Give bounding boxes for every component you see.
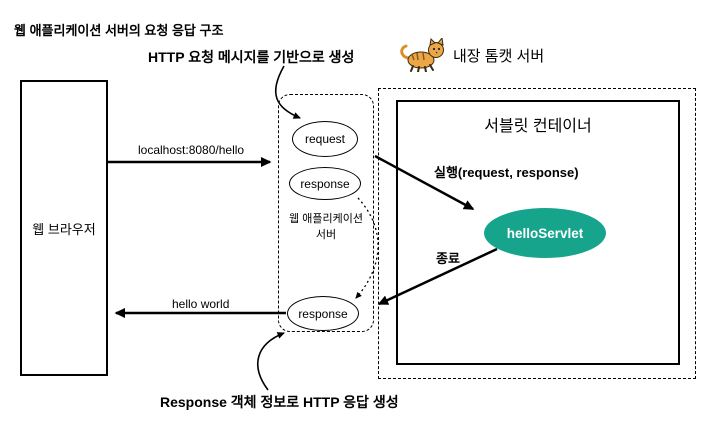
response-label: response <box>300 176 350 191</box>
response-bottom-ellipse: response <box>287 296 359 331</box>
create-response-annotation-arrow <box>256 332 285 391</box>
request-ellipse: request <box>292 121 358 157</box>
response-body-label: hello world <box>172 297 230 311</box>
request-label: request <box>304 132 346 146</box>
request-url-label: localhost:8080/hello <box>138 143 245 157</box>
hello-servlet-ellipse: helloServlet <box>484 208 606 258</box>
web-browser-box: 웹 브라우저 <box>20 80 108 376</box>
was-label: 웹 애플리케이션 서버 <box>289 213 363 241</box>
terminate-label: 종료 <box>436 251 460 266</box>
servlet-container-box: 서블릿 컨테이너 실행(request, response) helloServ… <box>396 100 680 365</box>
tomcat-label: 내장 톰캣 서버 <box>453 47 545 65</box>
web-browser-label: 웹 브라우저 <box>32 221 96 237</box>
page-title: 웹 애플리케이션 서버의 요청 응답 구조 <box>14 23 224 38</box>
response-bottom-label: response <box>298 306 348 321</box>
annotation-http-request-create: HTTP 요청 메시지를 기반으로 생성 <box>148 49 355 65</box>
annotation-http-response-create: Response 객체 정보로 HTTP 응답 생성 <box>160 394 399 410</box>
tomcat-group: 내장 톰캣 서버 <box>398 38 544 72</box>
servlet-container-title: 서블릿 컨테이너 <box>484 118 592 135</box>
response-ellipse: response <box>289 167 361 200</box>
execute-label: 실행(request, response) <box>434 165 579 180</box>
tomcat-cat-icon <box>400 38 444 72</box>
hello-servlet-label: helloServlet <box>506 225 584 241</box>
